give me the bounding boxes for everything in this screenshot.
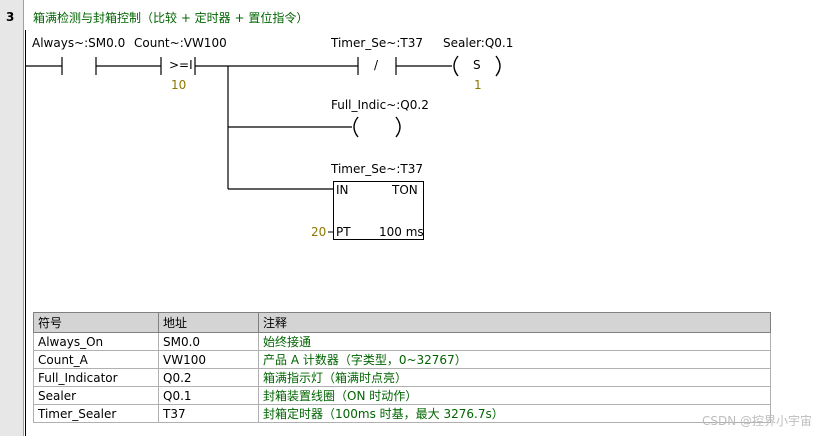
symbol-table-header: 符号 地址 注释 bbox=[33, 312, 771, 333]
timer-box bbox=[333, 181, 424, 240]
timer-pt-label: PT bbox=[336, 225, 351, 239]
network-gutter bbox=[0, 0, 23, 436]
watermark: CSDN @控界小宇宙 bbox=[701, 414, 812, 428]
comment-cell[interactable]: 始终接通 bbox=[258, 332, 771, 351]
table-row[interactable]: Always_On SM0.0 始终接通 bbox=[33, 332, 771, 351]
symbol-cell[interactable]: Full_Indicator bbox=[33, 368, 159, 387]
header-address[interactable]: 地址 bbox=[158, 312, 259, 333]
timer-type-label: TON bbox=[392, 183, 418, 197]
address-cell[interactable]: SM0.0 bbox=[158, 332, 259, 351]
symbol-cell[interactable]: Timer_Sealer bbox=[33, 404, 159, 423]
gutter-divider bbox=[23, 0, 24, 436]
address-cell[interactable]: VW100 bbox=[158, 350, 259, 369]
address-cell[interactable]: Q0.1 bbox=[158, 386, 259, 405]
indicator-coil-label[interactable]: Full_Indic~:Q0.2 bbox=[331, 98, 429, 112]
set-symbol: S bbox=[473, 58, 481, 72]
table-row[interactable]: Count_A VW100 产品 A 计数器（字类型，0~32767） bbox=[33, 350, 771, 369]
table-row[interactable]: Full_Indicator Q0.2 箱满指示灯（箱满时点亮） bbox=[33, 368, 771, 387]
table-row[interactable]: Sealer Q0.1 封箱装置线圈（ON 时动作） bbox=[33, 386, 771, 405]
sealer-set-coil bbox=[453, 55, 501, 77]
table-row[interactable]: Timer_Sealer T37 封箱定时器（100ms 时基，最大 3276.… bbox=[33, 404, 771, 423]
timer-contact-label[interactable]: Timer_Se~:T37 bbox=[331, 36, 423, 50]
comment-cell[interactable]: 箱满指示灯（箱满时点亮） bbox=[258, 368, 771, 387]
compare-symbol: >=I bbox=[169, 58, 193, 72]
header-comment[interactable]: 注释 bbox=[258, 312, 771, 333]
sealer-coil-label[interactable]: Sealer:Q0.1 bbox=[443, 36, 514, 50]
compare-label[interactable]: Count~:VW100 bbox=[134, 36, 227, 50]
network-number: 3 bbox=[6, 10, 15, 24]
header-symbol[interactable]: 符号 bbox=[33, 312, 159, 333]
comment-cell[interactable]: 产品 A 计数器（字类型，0~32767） bbox=[258, 350, 771, 369]
timer-base-label: 100 ms bbox=[379, 225, 424, 239]
symbol-cell[interactable]: Sealer bbox=[33, 386, 159, 405]
address-cell[interactable]: Q0.2 bbox=[158, 368, 259, 387]
network-title[interactable]: 箱满检测与封箱控制（比较 + 定时器 + 置位指令） bbox=[33, 11, 309, 25]
timer-in-label: IN bbox=[336, 183, 349, 197]
timer-pt-value[interactable]: 20 bbox=[311, 225, 327, 239]
comment-cell[interactable]: 封箱装置线圈（ON 时动作） bbox=[258, 386, 771, 405]
comment-cell[interactable]: 封箱定时器（100ms 时基，最大 3276.7s） bbox=[258, 404, 771, 423]
contact-always-on bbox=[61, 57, 97, 75]
symbol-cell[interactable]: Count_A bbox=[33, 350, 159, 369]
contact-always-label[interactable]: Always~:SM0.0 bbox=[32, 36, 126, 50]
symbol-table: 符号 地址 注释 Always_On SM0.0 始终接通 Count_A VW… bbox=[33, 312, 771, 423]
nc-slash: / bbox=[374, 58, 379, 72]
compare-operand[interactable]: 10 bbox=[171, 78, 187, 92]
timer-box-label[interactable]: Timer_Se~:T37 bbox=[331, 162, 423, 176]
indicator-coil bbox=[353, 116, 401, 138]
address-cell[interactable]: T37 bbox=[158, 404, 259, 423]
symbol-cell[interactable]: Always_On bbox=[33, 332, 159, 351]
set-count[interactable]: 1 bbox=[474, 78, 482, 92]
